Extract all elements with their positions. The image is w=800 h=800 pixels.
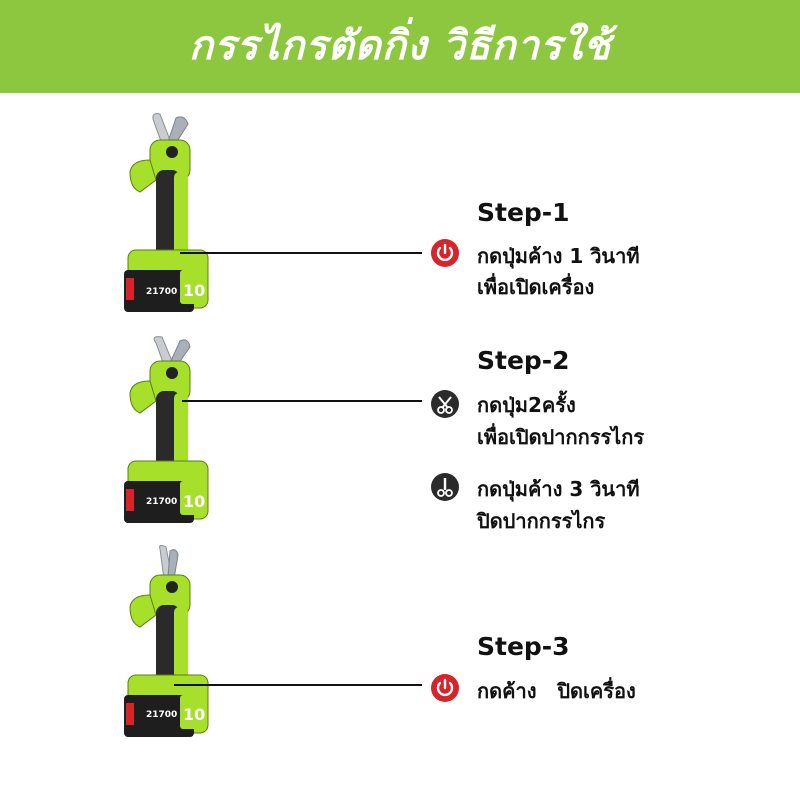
power-icon bbox=[431, 239, 459, 267]
scissors-close-icon bbox=[431, 473, 459, 501]
pruner-image-1 bbox=[124, 113, 209, 312]
pruner-image-2 bbox=[124, 336, 209, 523]
step-3-title: Step-3 bbox=[477, 632, 570, 661]
leader-line-step-2 bbox=[182, 400, 422, 402]
tool-1-capacity-label: 10 bbox=[183, 281, 206, 300]
pruner-image-3 bbox=[124, 545, 209, 737]
header-banner bbox=[0, 0, 800, 93]
step-2-action-2-line-1: กดปุ่มค้าง 3 วินาที bbox=[477, 477, 640, 501]
step-2-action-1-line-1: กดปุ่ม2ครั้ง bbox=[477, 393, 576, 417]
step-3-line-1: กดค้าง ปิดเครื่อง bbox=[477, 679, 636, 703]
scissors-open-icon bbox=[431, 390, 459, 418]
tool-1-model-label: 21700 bbox=[146, 287, 178, 297]
step-2-action-1-line-2: เพื่อเปิดปากกรรไกร bbox=[477, 425, 645, 449]
step-1-title: Step-1 bbox=[477, 198, 570, 227]
leader-line-step-1 bbox=[180, 252, 422, 254]
tool-2-capacity-label: 10 bbox=[183, 492, 206, 511]
power-icon bbox=[431, 674, 459, 702]
tool-3-capacity-label: 10 bbox=[183, 705, 206, 724]
tool-3-model-label: 21700 bbox=[146, 710, 178, 720]
step-2-title: Step-2 bbox=[477, 346, 570, 375]
page-title: กรรไกรตัดกิ่ง วิธีการใช้ bbox=[188, 23, 612, 69]
leader-line-step-3 bbox=[174, 684, 422, 686]
step-2-action-2-line-2: ปิดปากกรรไกร bbox=[477, 509, 606, 533]
step-1-line-1: กดปุ่มค้าง 1 วินาที bbox=[477, 244, 640, 268]
step-1-line-2: เพื่อเปิดเครื่อง bbox=[477, 275, 595, 299]
tool-2-model-label: 21700 bbox=[146, 497, 178, 507]
